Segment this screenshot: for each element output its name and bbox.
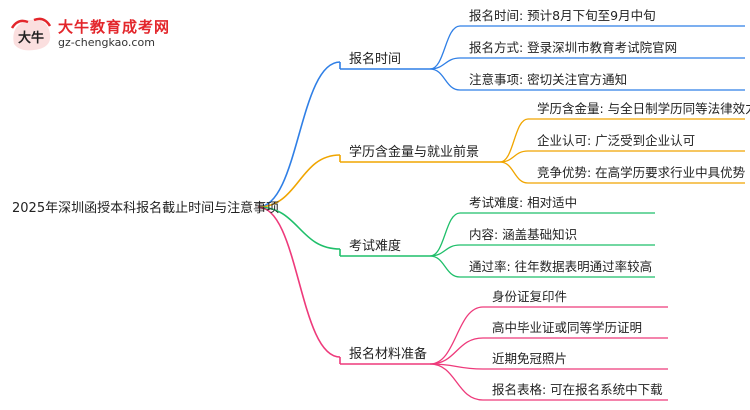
leaf-label: 学历含金量: 与全日制学历同等法律效力 <box>537 101 750 116</box>
root-node-label: 2025年深圳函授本科报名截止时间与注意事项 <box>12 200 279 216</box>
leaf-label: 报名方式: 登录深圳市教育考试院官网 <box>469 40 677 55</box>
leaf-connector <box>429 337 484 365</box>
leaf-connector <box>429 25 461 70</box>
branch-label: 学历含金量与就业前景 <box>349 144 479 160</box>
leaf-connector <box>499 118 529 163</box>
leaf-connector <box>429 255 461 278</box>
leaf-connector <box>499 161 529 184</box>
branch-connector <box>257 61 341 208</box>
leaf-label: 注意事项: 密切关注官方通知 <box>469 72 627 87</box>
branch-connector <box>257 206 341 250</box>
leaf-label: 身份证复印件 <box>492 289 567 304</box>
site-logo[interactable]: 大牛 大牛教育成考网 gz-chengkao.com <box>8 14 208 54</box>
branch-connector <box>257 206 341 358</box>
leaf-label: 报名时间: 预计8月下旬至9月中旬 <box>469 8 656 23</box>
logo-title: 大牛教育成考网 <box>58 18 171 36</box>
leaf-connector <box>429 212 461 257</box>
leaf-label: 通过率: 往年数据表明通过率较高 <box>469 259 652 274</box>
branch-label: 报名时间 <box>349 51 401 67</box>
leaf-label: 考试难度: 相对适中 <box>469 195 577 210</box>
leaf-label: 竞争优势: 在高学历要求行业中具优势 <box>537 165 746 180</box>
leaf-connector <box>429 57 461 70</box>
branch-label: 报名材料准备 <box>349 346 427 362</box>
leaf-label: 内容: 涵盖基础知识 <box>469 227 577 242</box>
mindmap-edges <box>257 25 745 401</box>
bull-logo-icon: 大牛 <box>10 17 52 51</box>
leaf-connector <box>429 68 461 91</box>
logo-mark-text: 大牛 <box>18 30 44 46</box>
logo-url: gz-chengkao.com <box>58 36 155 49</box>
mindmap-nodes: 2025年深圳函授本科报名截止时间与注意事项 报名时间 报名时间: 预计8月下旬至9… <box>12 8 750 397</box>
branch-connector <box>257 154 341 208</box>
leaf-label: 近期免冠照片 <box>492 351 567 366</box>
leaf-connector <box>429 244 461 257</box>
leaf-connector <box>429 306 484 365</box>
leaf-label: 企业认可: 广泛受到企业认可 <box>537 133 695 148</box>
branch-label: 考试难度 <box>349 238 401 254</box>
leaf-connector <box>499 150 529 163</box>
leaf-label: 报名表格: 可在报名系统中下载 <box>492 382 663 397</box>
leaf-connector <box>429 363 484 401</box>
leaf-label: 高中毕业证或同等学历证明 <box>492 320 642 335</box>
